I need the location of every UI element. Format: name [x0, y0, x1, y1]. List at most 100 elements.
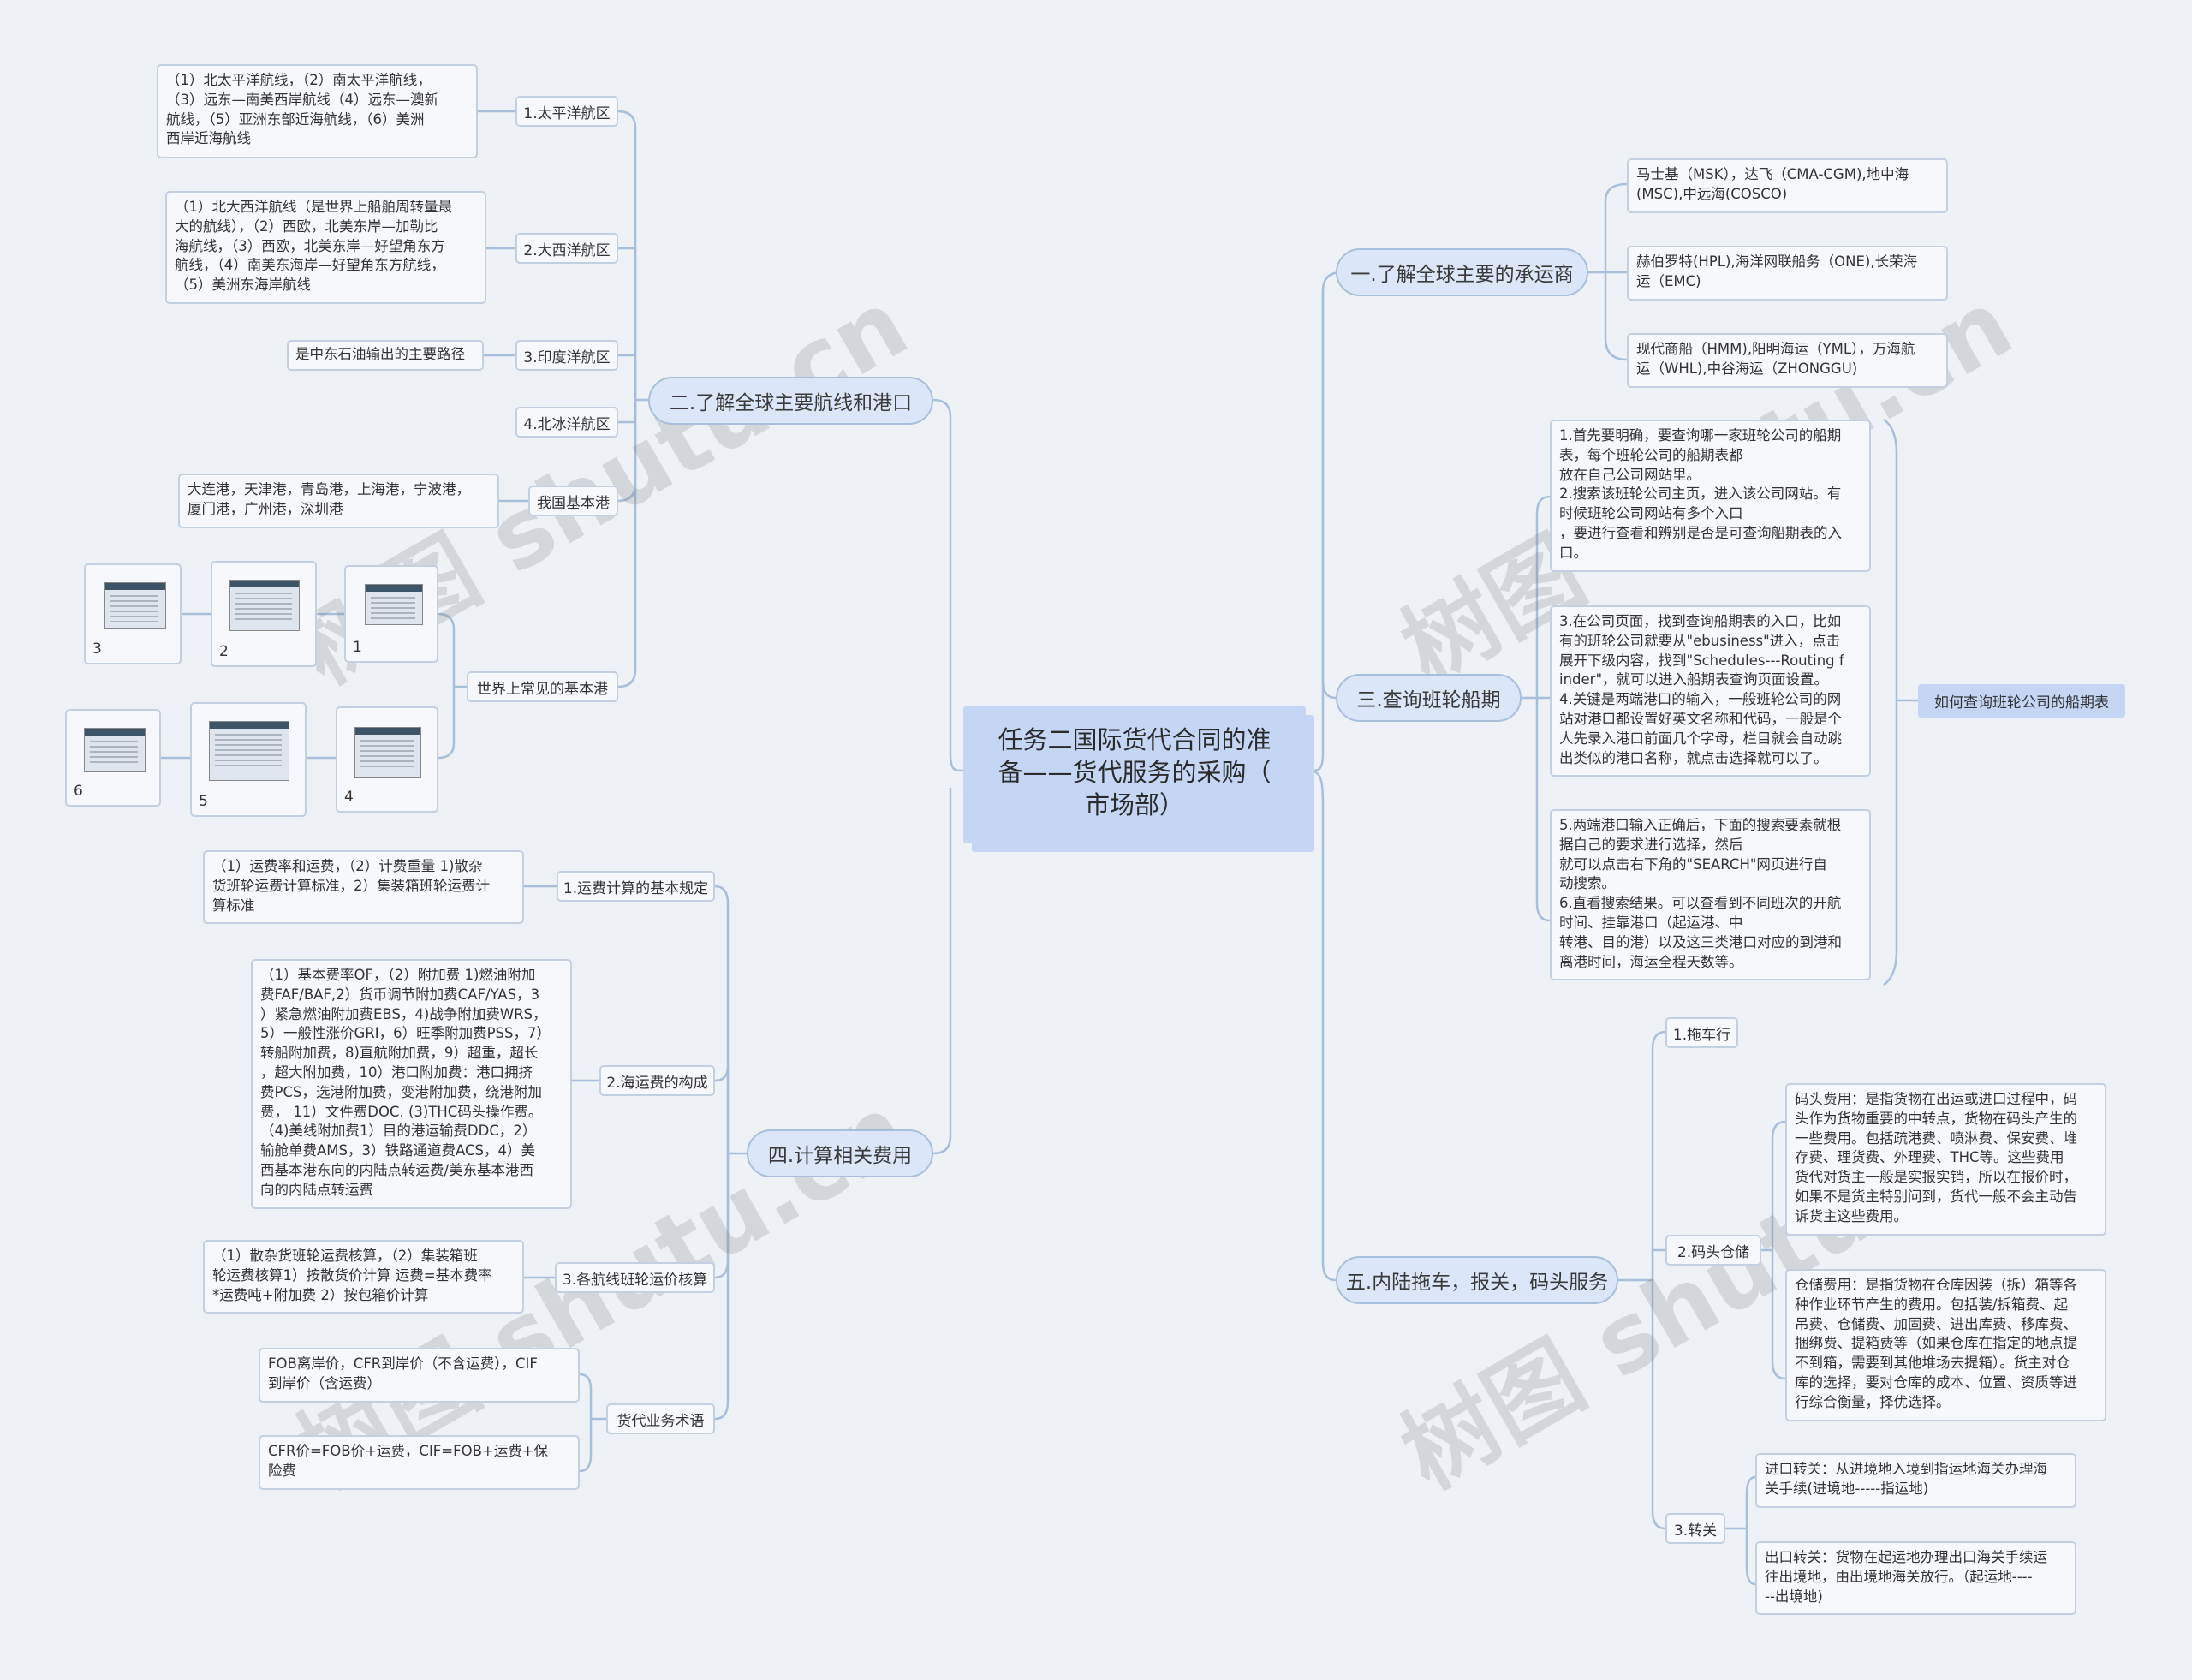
- sub-terminal-storage[interactable]: 2.码头仓储: [1665, 1235, 1761, 1266]
- image-icon: [354, 727, 421, 778]
- leaf-line: 赫伯罗特(HPL),海洋网联船务（ONE),长荣海: [1636, 253, 1918, 270]
- leaf-schedule-3[interactable]: 5.两端港口输入正确后，下面的搜索要素就根 据自己的要求进行选择，然后 就可以点…: [1550, 809, 1871, 980]
- leaf-line: 2.搜索该班轮公司主页，进入该公司网站。有: [1559, 486, 1842, 503]
- leaf-freight-components[interactable]: （1）基本费率OF，（2）附加费 1)燃油附加 费FAF/BAF,2）货币调节附…: [251, 959, 572, 1209]
- branch-carriers[interactable]: 一.了解全球主要的承运商: [1336, 248, 1588, 296]
- sub-indian[interactable]: 3.印度洋航区: [515, 340, 618, 371]
- sub-route-pricing[interactable]: 3.各航线班轮运价核算: [555, 1262, 715, 1293]
- leaf-line: 站对港口都设置好英文名称和代码，一般是个: [1559, 710, 1842, 727]
- leaf-line: 输舱单费AMS，3）铁路通道费ACS，4）美: [260, 1142, 535, 1159]
- leaf-schedule-1[interactable]: 1.首先要明确，要查询哪一家班轮公司的船期 表，每个班轮公司的船期表都 放在自己…: [1550, 420, 1871, 572]
- leaf-line: 费FAF/BAF,2）货币调节附加费CAF/YAS，3: [260, 986, 540, 1003]
- leaf-line: ，超大附加费，10）港口附加费：港口拥挤: [260, 1063, 533, 1081]
- leaf-indian[interactable]: 是中东石油输出的主要路径: [287, 340, 484, 371]
- leaf-line: 出口转关：货物在起运地办理出口海关手续运: [1765, 1549, 2047, 1565]
- leaf-line: 时候班轮公司网站有多个入口: [1559, 505, 1743, 522]
- sub-arctic[interactable]: 4.北冰洋航区: [515, 407, 618, 438]
- leaf-line: 费PCS，选港附加费，变港附加费，绕港附加: [260, 1083, 542, 1100]
- leaf-line: 4.关键是两端港口的输入，一般班轮公司的网: [1559, 691, 1842, 708]
- image-icon: [209, 721, 289, 781]
- leaf-line: 一些费用。包括疏港费、喷淋费、保安费、堆: [1795, 1129, 2077, 1147]
- sub-trucking[interactable]: 1.拖车行: [1665, 1017, 1738, 1048]
- branch-schedule[interactable]: 三.查询班轮船期: [1336, 674, 1522, 722]
- leaf-china-ports[interactable]: 大连港，天津港，青岛港，上海港，宁波港， 厦门港，广州港，深圳港: [178, 474, 499, 528]
- leaf-line: （1）基本费率OF，（2）附加费 1)燃油附加: [260, 967, 536, 983]
- leaf-carriers-3[interactable]: 现代商船（HMM),阳明海运（YML），万海航 运（WHL),中谷海运（ZHON…: [1627, 333, 1948, 388]
- branch-routes-ports[interactable]: 二.了解全球主要航线和港口: [648, 377, 933, 425]
- leaf-line: 吊费、仓储费、加固费、进出库费、移库费、: [1795, 1315, 2077, 1332]
- leaf-line: 存费、理货费、外理费、THC等。这些费用: [1795, 1149, 2064, 1166]
- port-image-4[interactable]: 4: [336, 706, 438, 813]
- leaf-freight-rules[interactable]: （1）运费率和运费，（2）计费重量 1)散杂 货班轮运费计算标准，2）集装箱班轮…: [203, 850, 524, 924]
- summary-tag[interactable]: 如何查询班轮公司的船期表: [1918, 684, 2125, 718]
- leaf-carriers-2[interactable]: 赫伯罗特(HPL),海洋网联船务（ONE),长荣海 运（EMC): [1627, 246, 1948, 301]
- sub-pacific[interactable]: 1.太平洋航区: [515, 96, 618, 127]
- sub-china-ports[interactable]: 我国基本港: [528, 486, 618, 516]
- leaf-carriers-1[interactable]: 马士基（MSK），达飞（CMA-CGM),地中海 (MSC),中远海(COSCO…: [1627, 158, 1948, 213]
- leaf-line: 西岸近海航线: [166, 130, 251, 147]
- leaf-schedule-2[interactable]: 3.在公司页面，找到查询船期表的入口，比如 有的班轮公司就要从"ebusines…: [1550, 605, 1871, 777]
- leaf-line: 口。: [1559, 544, 1587, 561]
- port-image-1[interactable]: 1: [344, 565, 438, 663]
- leaf-line: 仓储费用：是指货物在仓库因装（拆）箱等各: [1795, 1277, 2077, 1293]
- image-number: 5: [199, 793, 208, 810]
- leaf-line: 到岸价（含运费）: [268, 1374, 381, 1391]
- leaf-line: 如果不是货主特别问到，货代一般不会主动告: [1795, 1188, 2077, 1205]
- leaf-line: 大的航线），（2）西欧，北美东岸—加勒比: [175, 217, 438, 235]
- leaf-line: 货班轮运费计算标准，2）集装箱班轮运费计: [212, 877, 490, 894]
- leaf-line: ，要进行查看和辨别是否是可查询船期表的入: [1559, 524, 1842, 541]
- leaf-line: 诉货主这些费用。: [1795, 1207, 1908, 1224]
- image-number: 6: [74, 783, 83, 800]
- leaf-line: 海航线，（3）西欧，北美东岸—好望角东方: [175, 237, 445, 254]
- sub-freight-rules[interactable]: 1.运费计算的基本规定: [557, 871, 715, 902]
- leaf-line: 运（EMC): [1636, 272, 1701, 289]
- leaf-line: （1）运费率和运费，（2）计费重量 1)散杂: [212, 858, 483, 874]
- leaf-line: （3）远东—南美西岸航线（4）远东—澳新: [166, 91, 438, 108]
- leaf-line: 人先录入港口前面几个字母，栏目就会自动跳: [1559, 730, 1842, 747]
- leaf-line: 动搜索。: [1559, 875, 1616, 892]
- leaf-atlantic[interactable]: （1）北大西洋航线（是世界上船舶周转量最 大的航线），（2）西欧，北美东岸—加勒…: [165, 191, 486, 304]
- leaf-line: （4)美线附加费1）目的港运输费DDC，2）: [260, 1123, 537, 1140]
- sub-freight-components[interactable]: 2.海运费的构成: [599, 1065, 715, 1096]
- image-number: 2: [219, 643, 229, 660]
- leaf-line: 大连港，天津港，青岛港，上海港，宁波港，: [188, 481, 470, 497]
- leaf-line: （1）散杂货班轮运费核算，（2）集装箱班: [212, 1248, 478, 1264]
- leaf-line: 捆绑费、提箱费等（如果仓库在指定的地点提: [1795, 1335, 2077, 1352]
- leaf-trade-terms[interactable]: FOB离岸价，CFR到岸价（不含运费），CIF 到岸价（含运费）: [259, 1348, 580, 1403]
- leaf-line: （5）美洲东海岸航线: [175, 277, 311, 294]
- leaf-line: 码头费用：是指货物在出运或进口过程中，码: [1795, 1091, 2077, 1107]
- leaf-line: （1）北大西洋航线（是世界上船舶周转量最: [175, 199, 452, 215]
- leaf-export-transit[interactable]: 出口转关：货物在起运地办理出口海关手续运 往出境地，由出境地海关放行。（起运地-…: [1755, 1541, 2076, 1615]
- leaf-line: 转港、目的港）以及这三类港口对应的到港和: [1559, 933, 1842, 950]
- leaf-import-transit[interactable]: 进口转关：从进境地入境到指运地海关办理海 关手续(进境地-----指运地): [1755, 1453, 2076, 1508]
- leaf-line: 险费: [268, 1462, 296, 1479]
- branch-inland-services[interactable]: 五.内陆拖车，报关，码头服务: [1336, 1256, 1618, 1304]
- leaf-line: 货代对货主一般是实报实销，所以在报价时，: [1795, 1169, 2077, 1186]
- leaf-terminal-fees[interactable]: 码头费用：是指货物在出运或进口过程中，码 头作为货物重要的中转点，货物在码头产生…: [1785, 1083, 2106, 1236]
- leaf-pacific[interactable]: （1）北太平洋航线，（2）南太平洋航线， （3）远东—南美西岸航线（4）远东—澳…: [157, 64, 478, 158]
- port-image-3[interactable]: 3: [84, 563, 182, 664]
- sub-atlantic[interactable]: 2.大西洋航区: [515, 233, 618, 264]
- port-image-5[interactable]: 5: [190, 702, 307, 817]
- port-image-6[interactable]: 6: [65, 709, 161, 807]
- leaf-line: 5.两端港口输入正确后，下面的搜索要素就根: [1559, 817, 1842, 833]
- branch-costs[interactable]: 四.计算相关费用: [747, 1129, 933, 1177]
- port-image-2[interactable]: 2: [211, 561, 317, 667]
- leaf-line: 离港时间，海运全程天数等。: [1559, 953, 1743, 970]
- leaf-storage-fees[interactable]: 仓储费用：是指货物在仓库因装（拆）箱等各 种作业环节产生的费用。包括装/拆箱费、…: [1785, 1269, 2106, 1421]
- leaf-line: (MSC),中远海(COSCO): [1636, 185, 1788, 202]
- sub-world-ports[interactable]: 世界上常见的基本港: [467, 671, 618, 702]
- leaf-line: 向的内陆点转运费: [260, 1181, 373, 1198]
- sub-forwarder-terms[interactable]: 货代业务术语: [606, 1403, 715, 1434]
- leaf-line: 表，每个班轮公司的船期表都: [1559, 446, 1743, 463]
- leaf-price-formula[interactable]: CFR价=FOB价+运费，CIF=FOB+运费+保 险费: [259, 1435, 580, 1490]
- sub-transit[interactable]: 3.转关: [1665, 1513, 1725, 1544]
- leaf-line: 出类似的港口名称，就点击选择就可以了。: [1559, 749, 1828, 766]
- leaf-line: 有的班轮公司就要从"ebusiness"进入，点击: [1559, 632, 1841, 649]
- leaf-route-pricing[interactable]: （1）散杂货班轮运费核算，（2）集装箱班 轮运费核算1）按散货价计算 运费=基本…: [203, 1240, 524, 1314]
- root-topic[interactable]: 任务二国际货代合同的准 备——货代服务的采购（ 市场部）: [963, 706, 1306, 843]
- leaf-line: 种作业环节产生的费用。包括装/拆箱费、起: [1795, 1296, 2069, 1313]
- image-icon: [84, 728, 146, 772]
- leaf-line: 不到箱，需要到其他堆场去提箱）。货主对仓: [1795, 1355, 2070, 1372]
- root-line: 备——货代服务的采购（: [998, 758, 1272, 787]
